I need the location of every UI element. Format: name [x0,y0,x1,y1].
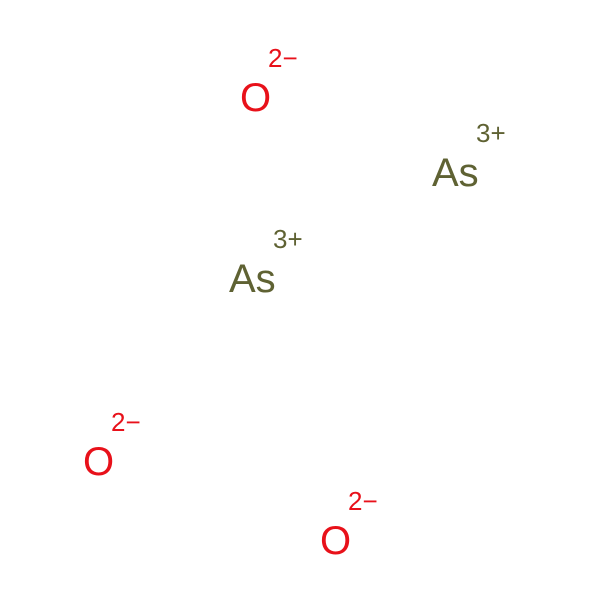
element-symbol: O [320,519,352,563]
ion-charge: 3+ [273,224,303,254]
ion-charge: 2− [348,486,378,516]
ion-charge: 3+ [476,118,506,148]
ion-charge: 2− [111,407,141,437]
element-symbol: As [432,151,479,195]
element-symbol: O [83,440,115,484]
element-symbol: As [229,257,276,301]
element-symbol: O [240,76,272,120]
ion-charge: 2− [268,43,298,73]
